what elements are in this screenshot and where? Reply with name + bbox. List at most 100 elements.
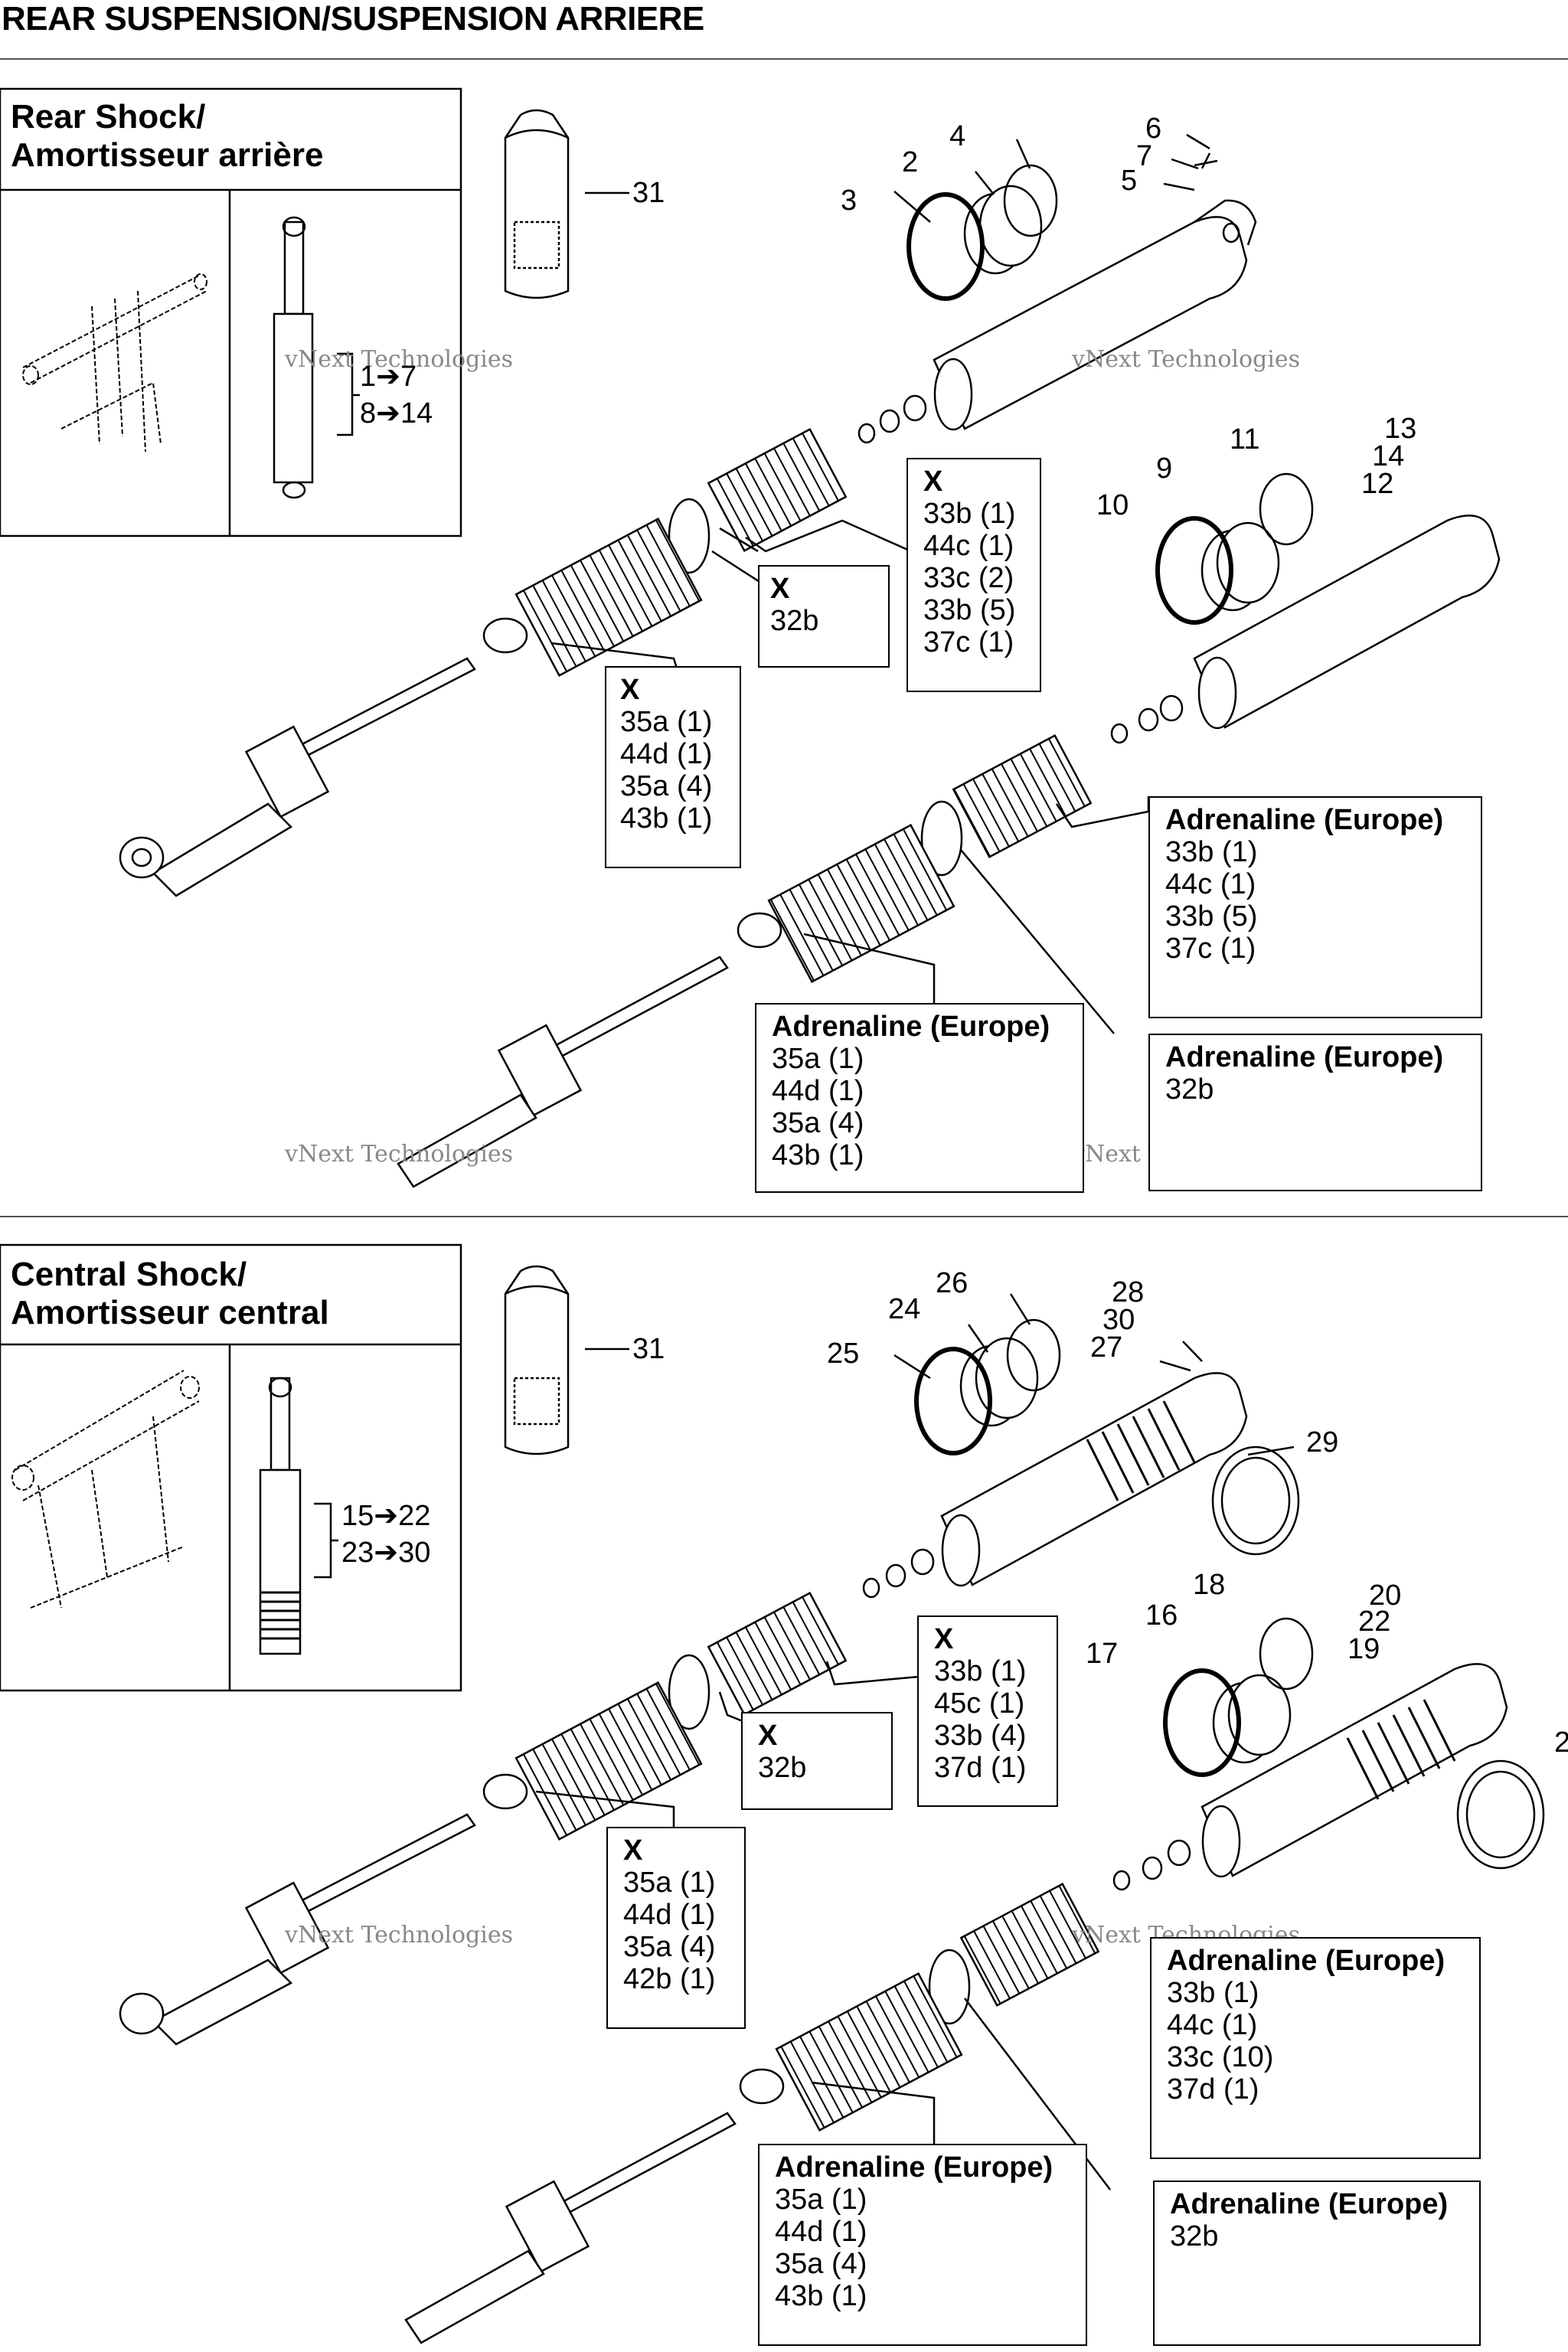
callout-18: 18 (1193, 1569, 1226, 1601)
box-line: 35a (4) (775, 2248, 867, 2280)
callout-11: 11 (1230, 423, 1260, 456)
box-line: 33b (5) (1165, 900, 1258, 933)
box-header: Adrenaline (Europe) (1165, 804, 1444, 836)
central-title-line1: Central Shock/ (11, 1256, 247, 1293)
watermark: vNext Technologies (285, 1141, 514, 1168)
rear-kit-box-1: X 33b (1) 44c (1) 33c (2) 33b (5) 37c (1… (906, 458, 1041, 692)
central-shock-1 (119, 1293, 1300, 2046)
central-kit-box-3: X 35a (1) 44d (1) 35a (4) 42b (1) (606, 1827, 746, 2029)
box-line: 32b (758, 1752, 807, 1784)
box-line: 35a (1) (623, 1867, 716, 1899)
rear-range-1: 1➔7 (360, 361, 417, 393)
central-range-2: 23➔30 (341, 1537, 431, 1569)
box-line: 35a (4) (623, 1931, 716, 1963)
box-header: Adrenaline (Europe) (775, 2151, 1054, 2184)
callout-24: 24 (888, 1293, 921, 1325)
central-section-title: Central Shock/ Amortisseur central (11, 1256, 329, 1332)
callout-4: 4 (949, 120, 966, 152)
box-header: X (620, 674, 640, 706)
section-divider (0, 1216, 1568, 1217)
rear-shock-1 (119, 133, 1257, 897)
box-line: 33c (2) (923, 562, 1014, 594)
callout-31: 31 (632, 177, 665, 209)
rear-kit-box-6: Adrenaline (Europe) 32b (1148, 1034, 1482, 1191)
central-kit-box-1: X 33b (1) 45c (1) 33b (4) 37d (1) (917, 1615, 1058, 1807)
central-kit-box-4: Adrenaline (Europe) 33b (1) 44c (1) 33c … (1150, 1937, 1481, 2159)
box-line: 37d (1) (1167, 2073, 1259, 2105)
box-line: 37c (1) (923, 626, 1014, 658)
box-line: 32b (770, 605, 819, 637)
box-line: 32b (1165, 1073, 1214, 1106)
callout-6: 6 (1145, 113, 1162, 145)
box-line: 33b (5) (923, 594, 1016, 626)
box-header: Adrenaline (Europe) (1170, 2188, 1449, 2220)
box-line: 33b (1) (1167, 1977, 1259, 2009)
box-header: Adrenaline (Europe) (772, 1011, 1050, 1043)
watermark: vNext Technologies (1072, 346, 1301, 373)
callout-19: 19 (1348, 1633, 1380, 1665)
box-line: 44d (1) (623, 1899, 716, 1931)
rear-kit-box-3: X 35a (1) 44d (1) 35a (4) 43b (1) (605, 666, 741, 868)
box-line: 33b (1) (1165, 836, 1258, 868)
box-line: 43b (1) (620, 802, 713, 835)
page-title: REAR SUSPENSION/SUSPENSION ARRIERE (2, 0, 704, 38)
box-header: Adrenaline (Europe) (1165, 1041, 1444, 1073)
box-line: 33b (1) (934, 1655, 1027, 1687)
callout-30: 30 (1102, 1304, 1135, 1336)
box-line: 42b (1) (623, 1963, 716, 1995)
central-kit-box-2: X 32b (741, 1712, 893, 1810)
callout-17: 17 (1086, 1638, 1119, 1670)
box-line: 43b (1) (775, 2280, 867, 2312)
callout-28: 28 (1112, 1276, 1145, 1308)
title-rule (0, 58, 1568, 60)
box-line: 44c (1) (923, 530, 1014, 562)
callout-29: 29 (1306, 1426, 1339, 1459)
rear-section-title: Rear Shock/ Amortisseur arrière (11, 98, 323, 175)
callout-2: 2 (902, 146, 919, 178)
box-line: 35a (4) (620, 770, 713, 802)
callout-13: 13 (1384, 413, 1417, 445)
callout-16: 16 (1145, 1599, 1178, 1632)
central-range-1: 15➔22 (341, 1500, 431, 1532)
box-line: 35a (1) (775, 2184, 867, 2216)
rear-title-line1: Rear Shock/ (11, 98, 206, 136)
box-line: 35a (1) (772, 1043, 864, 1075)
callout-20: 20 (1369, 1579, 1402, 1612)
watermark: vNext Technologies (285, 346, 514, 373)
box-line: 37c (1) (1165, 933, 1256, 965)
callout-12: 12 (1361, 468, 1394, 500)
box-line: 43b (1) (772, 1139, 864, 1171)
rear-range-2: 8➔14 (360, 397, 433, 430)
callout-22: 22 (1358, 1606, 1391, 1638)
box-header: X (770, 573, 790, 605)
callout-25: 25 (827, 1338, 860, 1370)
central-kit-box-6: Adrenaline (Europe) 32b (1153, 2180, 1481, 2346)
rear-title-line2: Amortisseur arrière (11, 136, 324, 174)
callout-3: 3 (841, 185, 858, 217)
callout-27: 27 (1090, 1331, 1123, 1364)
callout-7: 7 (1136, 140, 1153, 172)
box-line: 44d (1) (775, 2216, 867, 2248)
central-title-line2: Amortisseur central (11, 1294, 329, 1331)
box-line: 33b (4) (934, 1720, 1027, 1752)
central-kit-box-5: Adrenaline (Europe) 35a (1) 44d (1) 35a … (758, 2144, 1087, 2346)
box-line: 44c (1) (1167, 2009, 1258, 2041)
box-header: X (923, 466, 943, 498)
watermark: vNext Technologies (285, 1922, 514, 1949)
callout-26: 26 (936, 1267, 969, 1299)
box-line: 33c (10) (1167, 2041, 1274, 2073)
callout-14: 14 (1372, 440, 1405, 472)
callout-9: 9 (1156, 452, 1173, 485)
rear-kit-box-4: Adrenaline (Europe) 33b (1) 44c (1) 33b … (1148, 796, 1482, 1018)
callout-2-partial: 2 (1554, 1726, 1568, 1759)
box-line: 35a (4) (772, 1107, 864, 1139)
box-line: 44d (1) (772, 1075, 864, 1107)
callout-10: 10 (1096, 489, 1129, 521)
rear-shock-2 (397, 472, 1501, 1188)
box-header: X (758, 1720, 778, 1752)
central-shock-2 (404, 1617, 1545, 2344)
callout-31-central: 31 (632, 1333, 665, 1365)
box-line: 37d (1) (934, 1752, 1027, 1784)
callout-5: 5 (1121, 165, 1138, 197)
